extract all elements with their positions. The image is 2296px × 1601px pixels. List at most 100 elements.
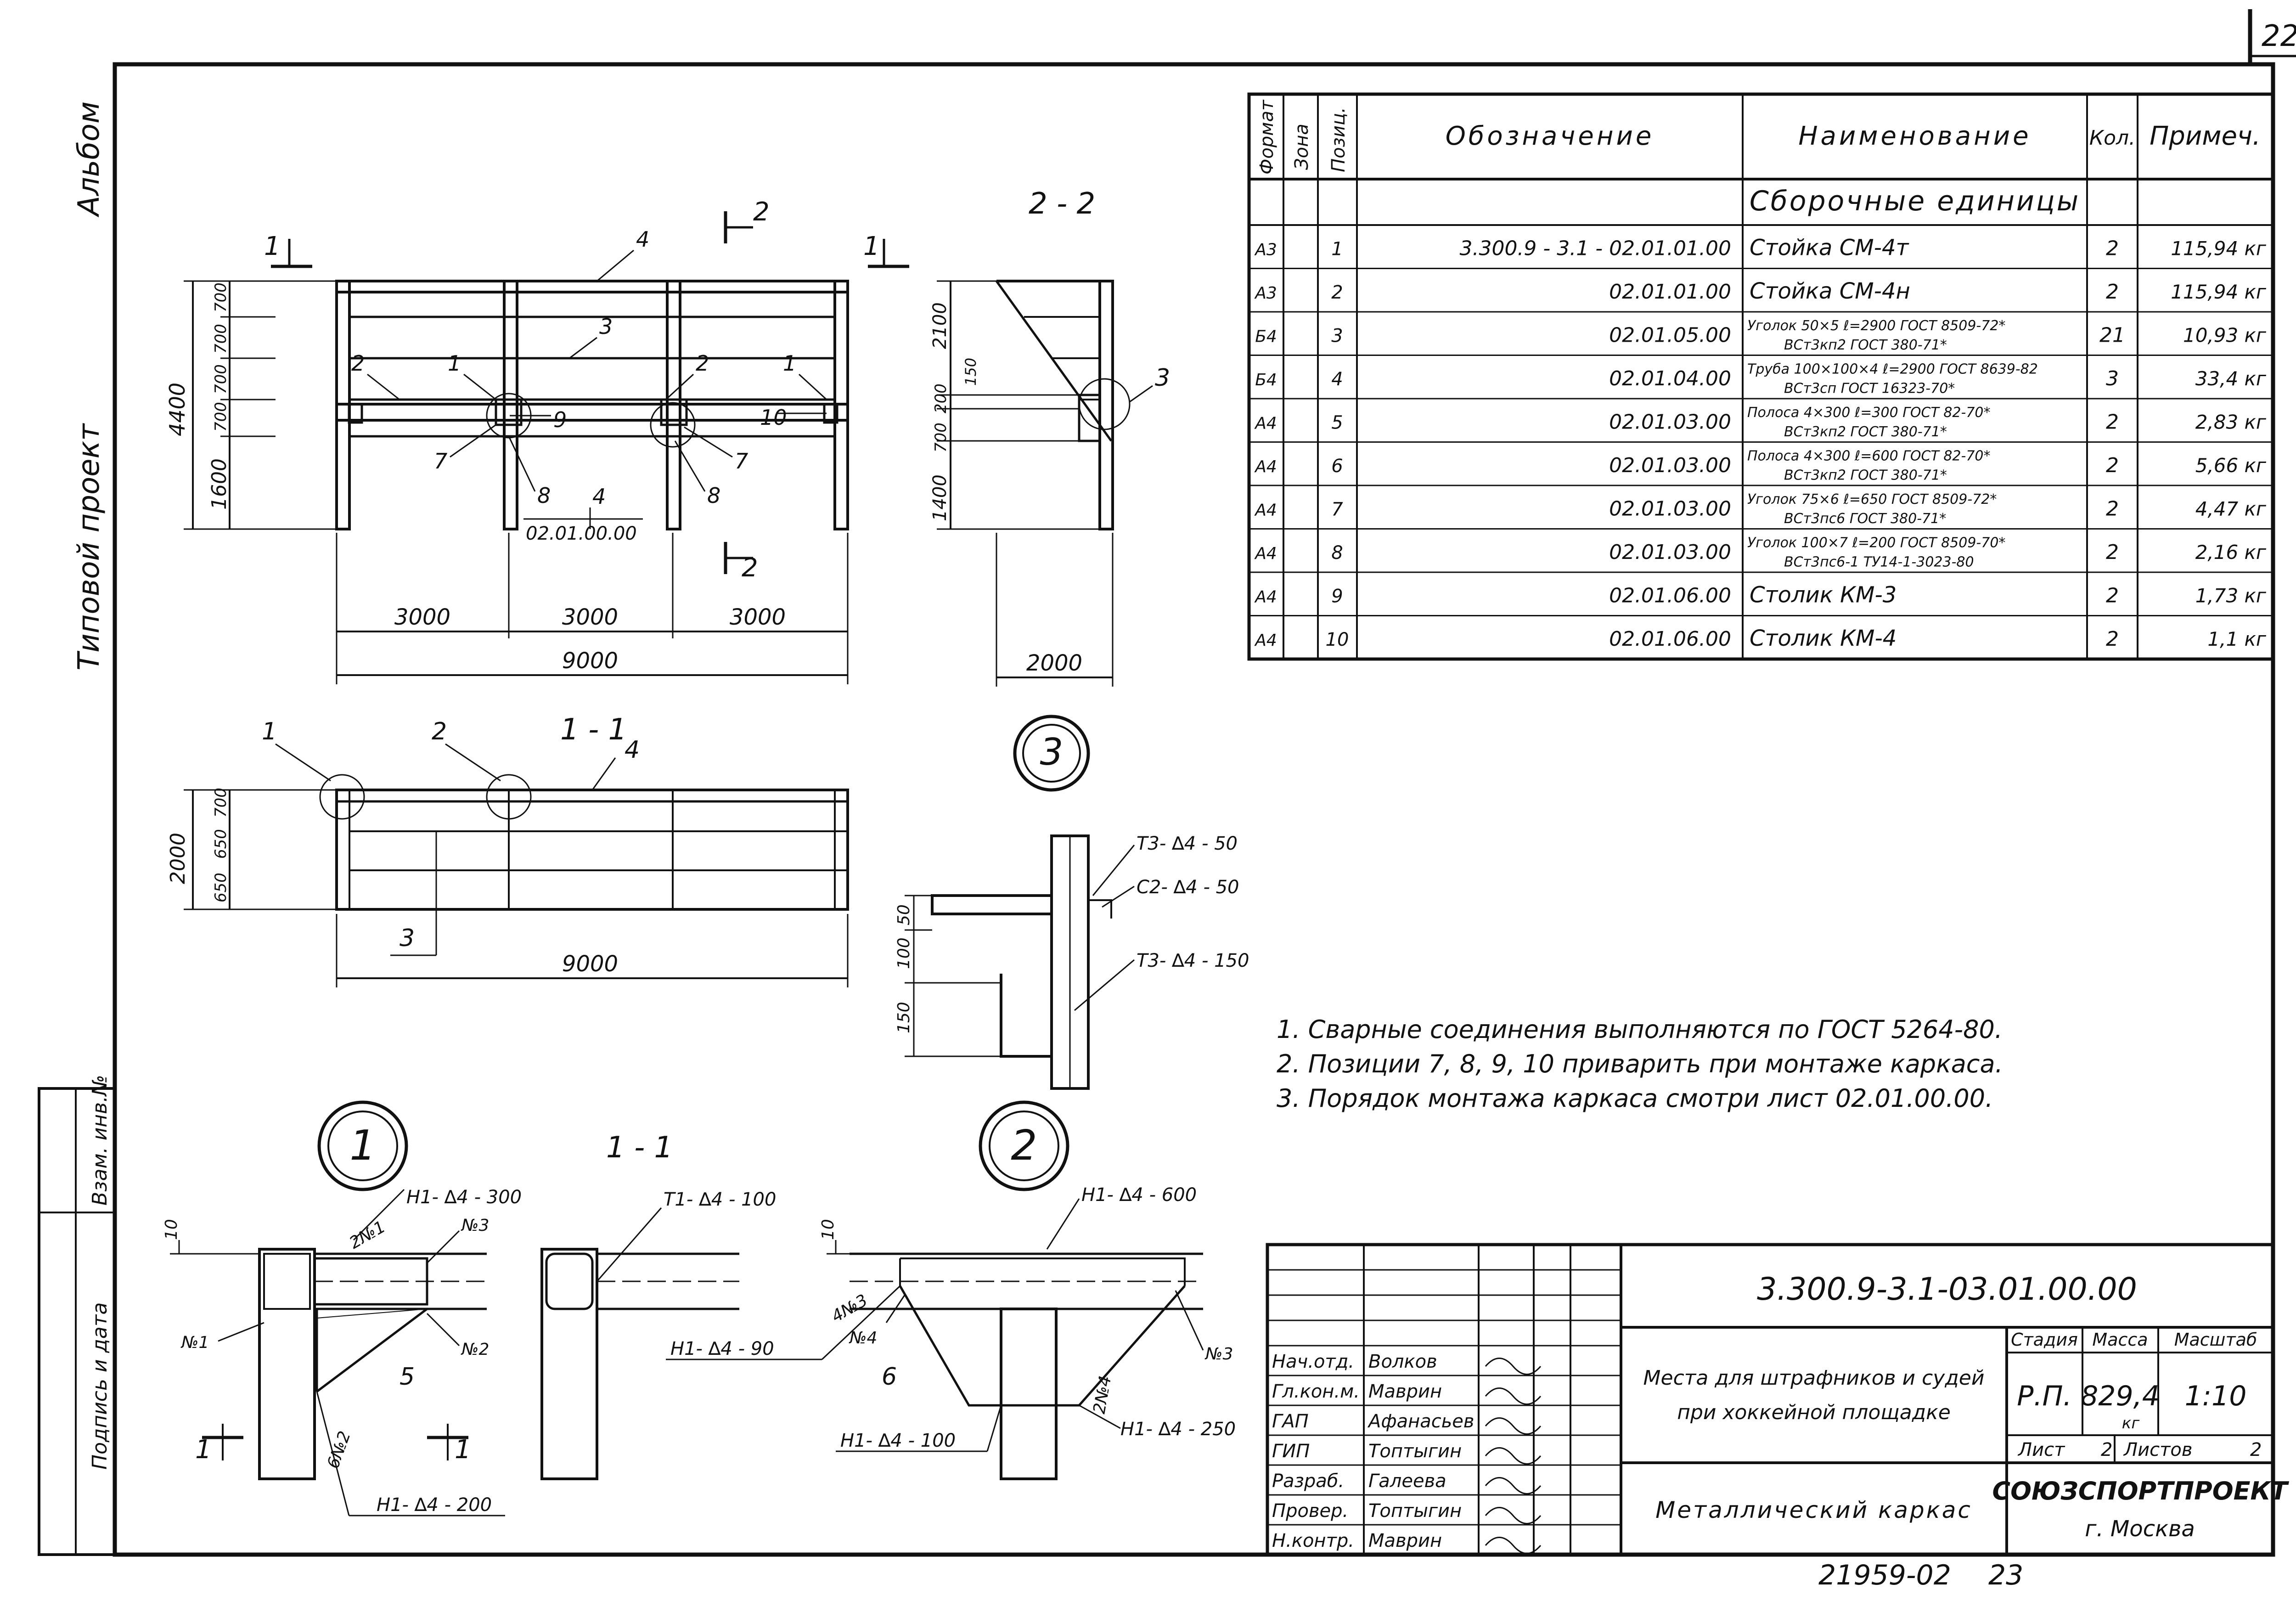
front-callout: 2 — [696, 351, 709, 376]
front-callout: 2 — [351, 351, 365, 376]
spec-name: Уголок 100×7 ℓ=200 ГОСТ 8509-70* — [1747, 535, 2005, 551]
role-label: Гл.кон.м. — [1272, 1381, 1360, 1402]
signature-scribble — [1485, 1417, 1542, 1435]
front-callout: 3 — [599, 314, 613, 339]
spec-name: Полоса 4×300 ℓ=300 ГОСТ 82-70* — [1747, 405, 1991, 421]
detail-1-cut-right: 1 — [455, 1435, 471, 1465]
spec-position: 7 — [1331, 499, 1343, 520]
front-callout: 9 — [553, 407, 567, 432]
detail-2: 2 6 Н1- ∆4 - 600 4№3 Н1- ∆4 - 90 №4 №3 2… — [666, 1100, 1236, 1480]
front-height-total: 4400 — [165, 383, 190, 436]
detail-1-cut-left: 1 — [195, 1435, 212, 1465]
spec-note: 5,66 кг — [2195, 454, 2267, 477]
plan-title: 1 - 1 — [560, 713, 627, 747]
spec-note: 2,83 кг — [2195, 411, 2267, 433]
plan-depth-3: 650 — [212, 873, 230, 902]
front-ref: 02.01.00.00 — [526, 523, 637, 544]
spec-name: Столик КМ-4 — [1750, 626, 1896, 651]
mass-value: 829,4 — [2081, 1380, 2160, 1412]
note-1: 1. Сварные соединения выполняются по ГОС… — [1277, 1015, 2003, 1044]
front-bay-2: 3000 — [562, 604, 618, 630]
section-2-2-h-3: 200 — [932, 383, 950, 413]
spec-format: А4 — [1254, 587, 1277, 606]
section-2-2-h-5: 1400 — [929, 474, 951, 521]
header-quantity: Кол. — [2089, 126, 2135, 150]
stage-label: Стадия — [2011, 1330, 2078, 1350]
front-h-4: 700 — [212, 402, 230, 432]
footer-number: 21959-02 — [1818, 1559, 1951, 1591]
page-number: 22 — [2262, 19, 2296, 53]
signature-scribble — [1485, 1507, 1542, 1524]
spec-position: 6 — [1331, 456, 1343, 477]
role-person: Галеева — [1368, 1471, 1446, 1492]
spec-note: 115,94 кг — [2171, 237, 2267, 259]
spec-designation: 02.01.06.00 — [1609, 584, 1731, 607]
section-2-2-callout: 3 — [1155, 364, 1170, 392]
role-person: Маврин — [1368, 1381, 1442, 1402]
section-2-2-h-4: 700 — [932, 423, 950, 452]
header-note: Примеч. — [2150, 121, 2261, 151]
plan-depth-2: 650 — [212, 829, 230, 859]
section-2-2: 2 - 2 3 2100 150 200 700 1400 2000 — [929, 187, 1170, 687]
spec-designation: 02.01.01.00 — [1609, 280, 1731, 304]
signature-scribble — [1485, 1387, 1542, 1405]
front-callout: 7 — [735, 449, 748, 474]
spec-quantity: 21 — [2099, 323, 2125, 347]
cut-mark-2-bottom: 2 — [742, 553, 758, 583]
detail-1-weld-2: Н1- ∆4 - 200 — [377, 1494, 492, 1516]
detail-2-weld-4: Н1- ∆4 - 250 — [1120, 1419, 1236, 1440]
role-label: Нач.отд. — [1272, 1351, 1354, 1372]
spec-quantity: 2 — [2106, 497, 2119, 520]
header-name: Наименование — [1798, 121, 2031, 151]
front-callout: 4 — [636, 227, 649, 252]
spec-name-material: ВСт3пс6 ГОСТ 380-71* — [1784, 511, 1946, 527]
front-callout: 8 — [537, 483, 551, 508]
spec-position: 8 — [1331, 542, 1343, 564]
front-callout: 7 — [434, 449, 447, 474]
notes: 1. Сварные соединения выполняются по ГОС… — [1277, 1015, 2003, 1113]
section-2-2-width: 2000 — [1026, 650, 1082, 676]
detail-3-weld-2: С2- ∆4 - 50 — [1137, 877, 1239, 898]
front-total: 9000 — [562, 648, 618, 674]
detail-1-mark-4: №2 — [461, 1340, 489, 1359]
detail-2-mark-3: №3 — [1204, 1345, 1233, 1364]
mass-unit: кг — [2122, 1414, 2140, 1432]
spec-quantity: 3 — [2106, 367, 2119, 390]
role-label: ГАП — [1272, 1411, 1309, 1432]
detail-3-dim-3: 150 — [895, 1002, 913, 1033]
side-label-project: Типовой проект — [72, 423, 106, 671]
spec-name: Полоса 4×300 ℓ=600 ГОСТ 82-70* — [1747, 448, 1991, 464]
side-label-album: Альбом — [72, 101, 106, 218]
spec-format: А4 — [1254, 501, 1277, 519]
spec-designation: 02.01.05.00 — [1609, 323, 1731, 347]
spec-table: Формат Зона Позиц. Обозначение Наименова… — [1247, 92, 2275, 661]
stage-value: Р.П. — [2017, 1380, 2071, 1412]
spec-name: Уголок 50×5 ℓ=2900 ГОСТ 8509-72* — [1747, 318, 2005, 334]
signature-scribble — [1485, 1477, 1542, 1494]
detail-1-callout: 5 — [400, 1363, 415, 1391]
front-callout: 4 — [592, 484, 606, 509]
front-callout: 1 — [783, 351, 796, 376]
detail-2-mark-1: 4№3 — [828, 1291, 871, 1326]
spec-note: 33,4 кг — [2195, 367, 2267, 390]
spec-name: Уголок 75×6 ℓ=650 ГОСТ 8509-72* — [1747, 491, 1997, 507]
section-title: Сборочные единицы — [1750, 185, 2080, 217]
section-2-2-h-1: 2100 — [929, 302, 951, 349]
detail-1-weld-1: Н1- ∆4 - 300 — [406, 1187, 522, 1208]
plan-1-1: 1 - 1 1 2 4 3 9000 2000 700 650 650 — [166, 713, 849, 987]
spec-name: Стойка СМ-4т — [1750, 235, 1909, 260]
detail-1-mark-3: №1 — [180, 1333, 209, 1352]
spec-note: 2,16 кг — [2195, 541, 2267, 564]
role-label: Разраб. — [1272, 1471, 1344, 1492]
doc-number: 3.300.9-3.1-03.01.00.00 — [1757, 1271, 2137, 1308]
cut-mark-1-left: 1 — [264, 231, 281, 261]
sheet-label: Лист — [2017, 1439, 2065, 1460]
spec-note: 10,93 кг — [2183, 324, 2267, 346]
header-designation: Обозначение — [1446, 121, 1654, 151]
mass-label: Масса — [2092, 1330, 2148, 1350]
spec-position: 1 — [1331, 238, 1343, 259]
spec-quantity: 2 — [2106, 584, 2119, 607]
role-person: Маврин — [1368, 1530, 1442, 1551]
note-3: 3. Порядок монтажа каркаса смотри лист 0… — [1277, 1084, 1993, 1113]
